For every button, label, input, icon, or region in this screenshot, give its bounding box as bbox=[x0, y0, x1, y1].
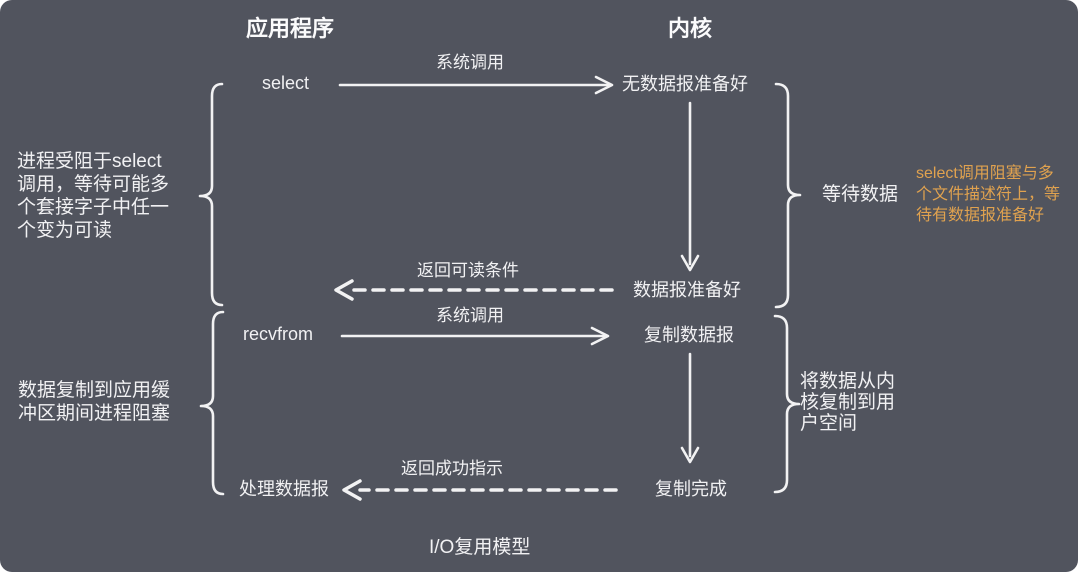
application-column-header: 应用程序 bbox=[246, 16, 335, 41]
select-node: select bbox=[262, 73, 310, 93]
datagram-ready-node: 数据报准备好 bbox=[633, 280, 741, 300]
syscall-label-top: 系统调用 bbox=[436, 53, 504, 72]
return-success-label: 返回成功指示 bbox=[401, 459, 503, 478]
no-datagram-ready-node: 无数据报准备好 bbox=[622, 74, 748, 94]
copy-block-annotation: 数据复制到应用缓 冲区期间进程阻塞 bbox=[18, 380, 171, 424]
copy-complete-node: 复制完成 bbox=[655, 479, 727, 499]
syscall-label-bottom: 系统调用 bbox=[436, 306, 504, 325]
recvfrom-node: recvfrom bbox=[243, 324, 314, 344]
process-datagram-node: 处理数据报 bbox=[239, 479, 329, 499]
kernel-column-header: 内核 bbox=[668, 16, 713, 41]
diagram-caption: I/O复用模型 bbox=[429, 537, 531, 558]
wait-data-note-annotation: select调用阻塞与多 个文件描述符上，等 待有数据报准备好 bbox=[916, 165, 1061, 224]
return-readable-label: 返回可读条件 bbox=[417, 261, 519, 280]
wait-data-annotation: 等待数据 bbox=[822, 184, 899, 205]
copy-datagram-node: 复制数据报 bbox=[644, 325, 734, 345]
kernel-copy-annotation: 将数据从内 核复制到用 户空间 bbox=[800, 371, 896, 434]
select-block-annotation: 进程受阻于select 调用，等待可能多 个套接字子中任一 个变为可读 bbox=[17, 151, 170, 241]
